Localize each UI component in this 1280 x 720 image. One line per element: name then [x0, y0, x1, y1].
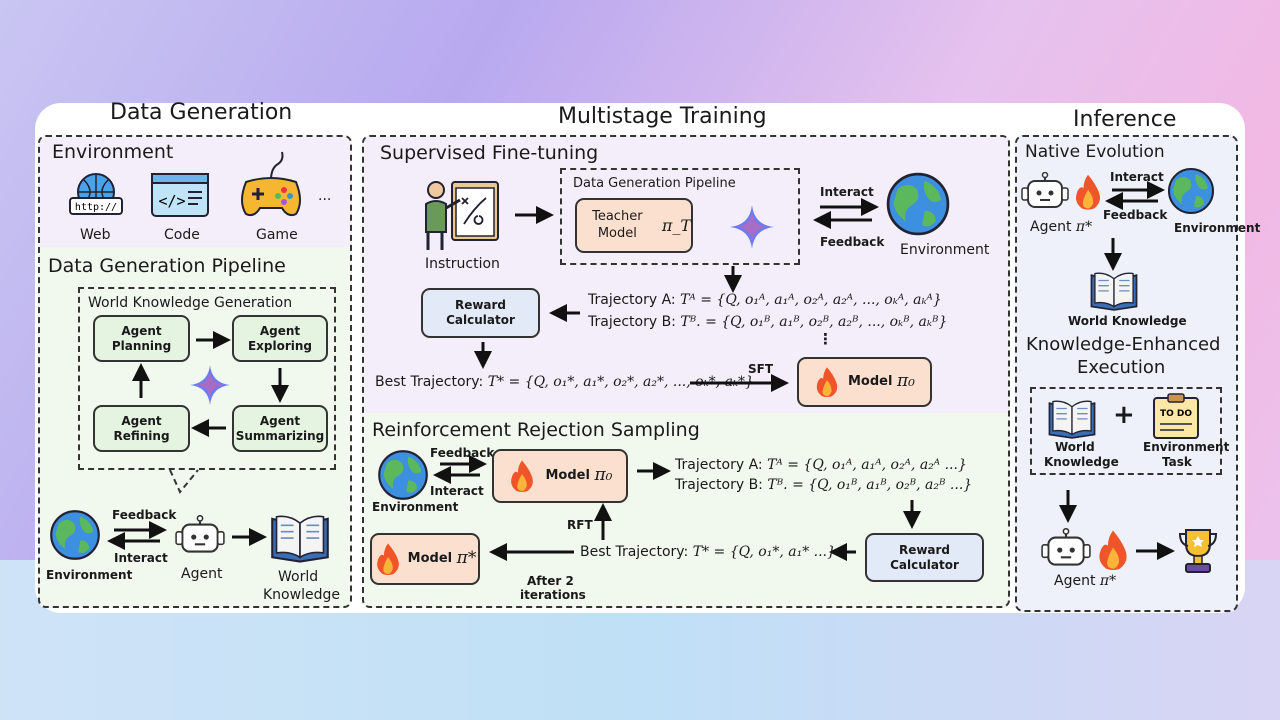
step-agent-refining: Agent Refining: [93, 405, 190, 452]
inf-feedback-label: Feedback: [1103, 208, 1168, 222]
calculator-label: Calculator: [446, 313, 515, 327]
env-label-web: Web: [80, 227, 111, 243]
inf-interact-label: Interact: [1110, 170, 1164, 184]
rft-label: RFT: [567, 518, 593, 532]
trajectory-ellipsis: ⋮: [818, 330, 833, 348]
sft-trajectory-b: Trajectory B: Tᴮ. = {Q, o₁ᴮ, a₁ᴮ, o₂ᴮ, a…: [588, 314, 948, 330]
rrs-best-trajectory: Best Trajectory: T* = {Q, o₁*, a₁* ...}: [580, 544, 836, 560]
sft-environment-label: Environment: [900, 242, 990, 258]
bottom-interact-label: Interact: [114, 551, 168, 565]
reward-label: Reward: [898, 542, 951, 557]
rrs-trajectory-b: Trajectory B: Tᴮ. = {Q, o₁ᴮ, a₁ᴮ, o₂ᴮ, a…: [675, 477, 973, 493]
world-knowledge-generation-box: [78, 287, 336, 470]
model-label: Model: [407, 550, 453, 566]
wkg-heading: World Knowledge Generation: [88, 295, 293, 311]
final-model-box: Model π*: [370, 533, 480, 585]
code-window-icon: </>: [151, 173, 209, 217]
gamepad-icon: [241, 151, 301, 217]
svg-text:TO DO: TO DO: [1160, 409, 1192, 419]
model-symbol: π₀: [896, 371, 915, 392]
model-symbol: π*: [456, 548, 477, 569]
bottom-agent-label: Agent: [181, 566, 223, 582]
step-agent-planning: Agent Planning: [93, 315, 190, 362]
pipeline-heading: Data Generation Pipeline: [48, 255, 286, 277]
step-agent-summarizing: Agent Summarizing: [232, 405, 328, 452]
bottom-environment-label: Environment: [46, 568, 133, 582]
sft-best-trajectory: Best Trajectory: T* = {Q, o₁*, a₁*, o₂*,…: [375, 374, 754, 390]
world-knowledge-label-1: World: [278, 569, 319, 585]
sft-pipeline-label: Data Generation Pipeline: [573, 176, 736, 191]
teacher-model-box: Teacher Model π_T: [575, 198, 693, 253]
ke-task-label-1: Environment: [1143, 440, 1230, 454]
inf-world-knowledge-label: World Knowledge: [1068, 314, 1187, 328]
ke-task-label-2: Task: [1162, 455, 1192, 469]
world-knowledge-label-2: Knowledge: [263, 587, 340, 603]
rrs-interact-label: Interact: [430, 484, 484, 498]
ke-heading-1: Knowledge-Enhanced: [1026, 334, 1221, 355]
env-label-game: Game: [256, 227, 298, 243]
after-label-2: iterations: [520, 588, 586, 602]
teacher-model-symbol: π_T: [661, 215, 691, 235]
ke-input-box: [1030, 387, 1222, 475]
inf-agent2-label: Agent π*: [1054, 573, 1117, 589]
plus-sign: +: [1113, 400, 1135, 430]
rrs-model-box: Model π₀: [492, 449, 628, 503]
teacher-model-label: Teacher Model: [592, 209, 643, 241]
speech-tail: [169, 469, 199, 494]
sft-feedback-label: Feedback: [820, 235, 885, 249]
section-title-data-generation: Data Generation: [110, 100, 293, 125]
svg-text:</>: </>: [158, 192, 185, 210]
instructor-icon: [425, 181, 499, 250]
bottom-feedback-label: Feedback: [112, 508, 177, 522]
todo-note-icon: TO DO: [1153, 393, 1199, 439]
svg-text:http://: http://: [75, 202, 117, 213]
sft-model-box: Model π₀: [797, 357, 932, 407]
section-title-inference: Inference: [1073, 107, 1177, 132]
sft-interact-label: Interact: [820, 185, 874, 199]
environment-heading: Environment: [52, 141, 174, 163]
model-symbol: π₀: [594, 465, 613, 486]
browser-icon: http://: [69, 173, 123, 215]
sft-label: SFT: [748, 362, 774, 376]
env-more-ellipsis: ...: [318, 188, 332, 204]
sft-heading: Supervised Fine-tuning: [380, 142, 599, 164]
after-label-1: After 2: [527, 574, 574, 588]
inf-agent-label: Agent π*: [1030, 219, 1093, 235]
rrs-trajectory-a: Trajectory A: Tᴬ = {Q, o₁ᴬ, a₁ᴬ, o₂ᴬ, a₂…: [675, 457, 967, 473]
rrs-heading: Reinforcement Rejection Sampling: [372, 419, 700, 441]
model-label: Model: [848, 373, 893, 389]
step-agent-exploring: Agent Exploring: [232, 315, 328, 362]
instruction-label: Instruction: [425, 256, 500, 272]
ke-heading-2: Execution: [1077, 357, 1166, 378]
reward-label: Reward: [454, 298, 507, 312]
sft-trajectory-a: Trajectory A: Tᴬ = {Q, o₁ᴬ, a₁ᴬ, o₂ᴬ, a₂…: [588, 292, 942, 308]
native-evolution-heading: Native Evolution: [1025, 142, 1165, 162]
ke-wk-label-2: Knowledge: [1044, 455, 1119, 469]
sft-pipeline-box: [560, 168, 800, 265]
ke-wk-label-1: World: [1055, 440, 1095, 454]
rrs-environment-label: Environment: [372, 500, 459, 514]
calculator-label: Calculator: [890, 557, 959, 572]
trophy-icon: [1178, 529, 1218, 573]
model-label: Model: [545, 467, 590, 483]
inf-environment-label: Environment: [1174, 221, 1261, 235]
section-title-multistage-training: Multistage Training: [558, 104, 767, 129]
env-label-code: Code: [164, 227, 200, 243]
